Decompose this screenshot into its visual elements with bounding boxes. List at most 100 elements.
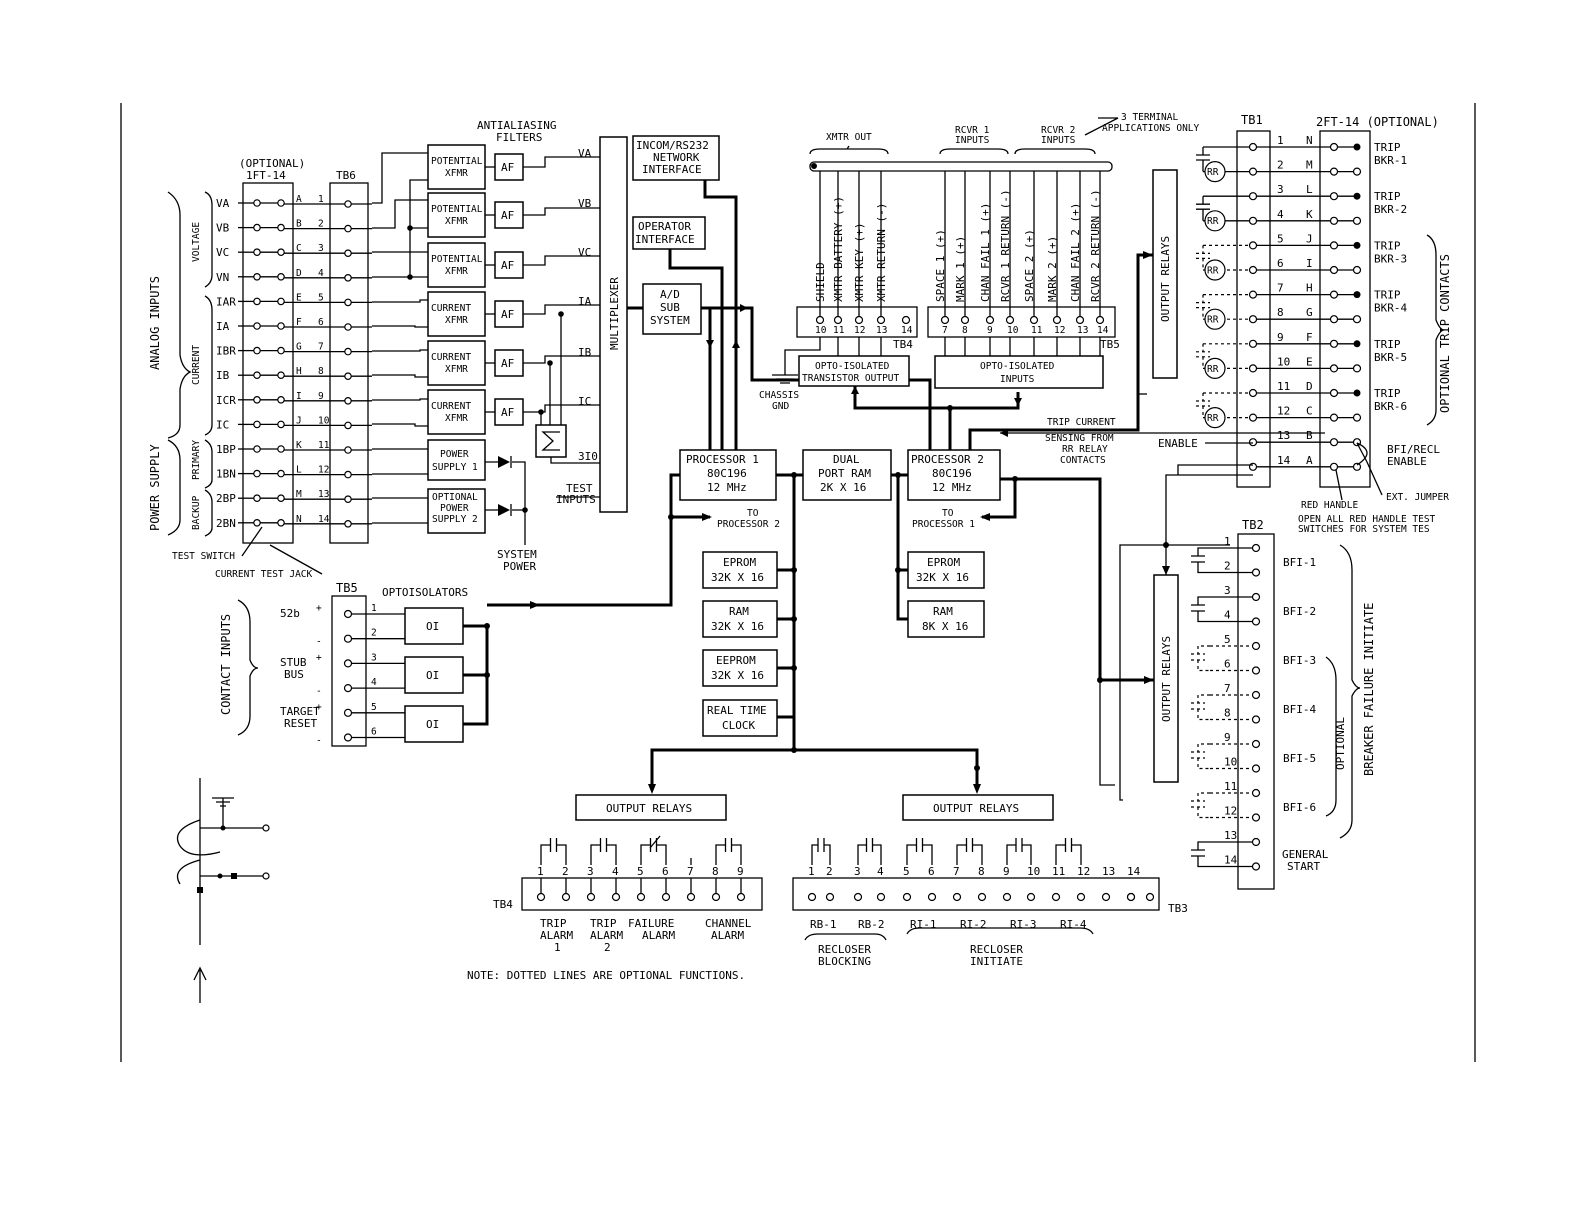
terminal-icon <box>1352 216 1362 225</box>
output-relays-left-box <box>575 794 727 821</box>
tb6-number: 10 <box>318 415 330 426</box>
red-handle-leader <box>1335 469 1343 501</box>
tb6-number: 2 <box>318 219 324 230</box>
tb4-group-label-2: ALARM <box>642 929 675 942</box>
terminal-icon <box>1248 290 1258 299</box>
tb2-number: 12 <box>1224 805 1237 818</box>
terminal-icon <box>277 494 285 503</box>
operator-bus <box>668 249 724 450</box>
terminal-icon <box>344 470 352 479</box>
trip-breaker-label: BKR-1 <box>1374 154 1407 167</box>
ps2-label-2: POWER <box>440 503 469 514</box>
red-handle-label: RED HANDLE <box>1301 500 1358 511</box>
tb5-terminal-number: 13 <box>1077 325 1088 336</box>
open-all-label-1: OPEN ALL RED HANDLE TEST <box>1298 514 1436 525</box>
af-mux-wire <box>523 255 600 266</box>
tb5-contact-number: 6 <box>371 727 377 738</box>
incom-label-1: INCOM/RS232 <box>636 139 709 152</box>
general-start-link <box>1165 474 1253 546</box>
trip-current-2: SENSING FROM <box>1045 433 1114 444</box>
legend-square-icon <box>231 873 237 879</box>
terminal-icon <box>253 395 261 404</box>
terminal-icon <box>1026 892 1036 902</box>
trip-contact-icon <box>1196 196 1210 221</box>
mux-input-label: 3I0 <box>578 450 598 463</box>
terminal-icon <box>344 273 352 282</box>
optoisolator-box <box>404 705 464 743</box>
polarity-sign: - <box>316 637 322 648</box>
tb2-number: 6 <box>1224 658 1231 671</box>
af-mux-wire <box>523 404 600 413</box>
tb2-number: 10 <box>1224 756 1237 769</box>
ft14-letter: N <box>296 514 302 525</box>
processor-2-label-2: 80C196 <box>932 467 972 480</box>
bfi-relay-branch <box>1099 680 1115 786</box>
junction-dot <box>407 225 413 231</box>
tb6-label: TB6 <box>336 169 356 182</box>
analog-input-name: VC <box>216 246 229 259</box>
eprom-1-label-1: EPROM <box>723 556 756 569</box>
ft14-letter: K <box>296 440 302 451</box>
tb6-xfmr-wire <box>372 398 428 401</box>
bfi-label: BFI-1 <box>1283 556 1316 569</box>
contact-input-arrow <box>530 601 540 609</box>
legend-terminal-icon <box>262 824 270 832</box>
ext-jumper-wire <box>1356 442 1368 466</box>
current-transformer-box <box>427 389 486 435</box>
terminal-icon <box>1329 265 1339 275</box>
relay-contact-icon <box>811 838 831 865</box>
oi-bus <box>463 624 489 726</box>
terminal-icon <box>277 346 285 355</box>
tb3-terminal-number: 11 <box>1052 865 1065 878</box>
diode-icon <box>498 504 510 516</box>
tb4-group-label-2: ALARM <box>711 929 744 942</box>
relay-arrow <box>1143 251 1153 259</box>
xfmr-label-2: XFMR <box>445 413 468 424</box>
red-handle-switch-icon <box>1353 241 1361 249</box>
terminal-icon <box>902 892 912 902</box>
terminal-icon <box>344 323 352 331</box>
bus-arrow-1 <box>706 340 714 348</box>
xfmr-label-1: CURRENT <box>431 303 471 314</box>
terminal-icon <box>277 395 285 404</box>
ft14-letter: G <box>296 342 302 353</box>
trip-contact-icon <box>1196 343 1210 369</box>
tb3-output-label: RI-3 <box>1010 918 1037 931</box>
three-terminal-1: 3 TERMINAL <box>1121 112 1178 123</box>
incom-label-2: NETWORK <box>653 151 700 164</box>
terminal-icon <box>711 892 721 902</box>
dual-port-ram-label-1: DUAL <box>833 453 860 466</box>
tb6-number: 8 <box>318 366 324 377</box>
terminal-icon <box>277 322 285 330</box>
tb6-block <box>329 182 369 544</box>
tb5-terminal-number: 7 <box>942 325 948 336</box>
terminal-icon <box>1251 764 1261 773</box>
polarity-sign: - <box>316 686 322 697</box>
tb3-bottom-block <box>792 877 1160 911</box>
output-relay-bus <box>650 717 796 790</box>
terminal-icon <box>344 249 352 258</box>
terminal-icon <box>343 733 353 742</box>
relay-contact-icon <box>715 838 742 865</box>
tb3-terminal-number: 7 <box>953 865 960 878</box>
bfi-label: BFI-4 <box>1283 703 1316 716</box>
analog-inputs-title: ANALOG INPUTS <box>148 276 162 370</box>
terminal-icon <box>854 315 864 325</box>
tb5-signal-label: CHAN FAIL 1 (+) <box>979 203 992 302</box>
terminal-icon <box>815 315 825 325</box>
terminal-icon <box>1251 715 1261 724</box>
trip-contact-icon <box>1196 147 1210 172</box>
trip-breaker-label: BKR-2 <box>1374 203 1407 216</box>
test-switch-label: TEST SWITCH <box>172 551 235 562</box>
analog-input-name: 1BP <box>216 443 236 456</box>
tb4-terminal-number: 3 <box>587 865 594 878</box>
antialiasing-title-1: ANTIALIASING <box>477 119 556 132</box>
bfi-contact-icon <box>1191 792 1210 819</box>
tb4-group-label-1: TRIP <box>590 917 617 930</box>
terminal-icon <box>344 372 352 381</box>
terminal-icon <box>1248 462 1258 471</box>
ram-1-box <box>702 600 778 638</box>
